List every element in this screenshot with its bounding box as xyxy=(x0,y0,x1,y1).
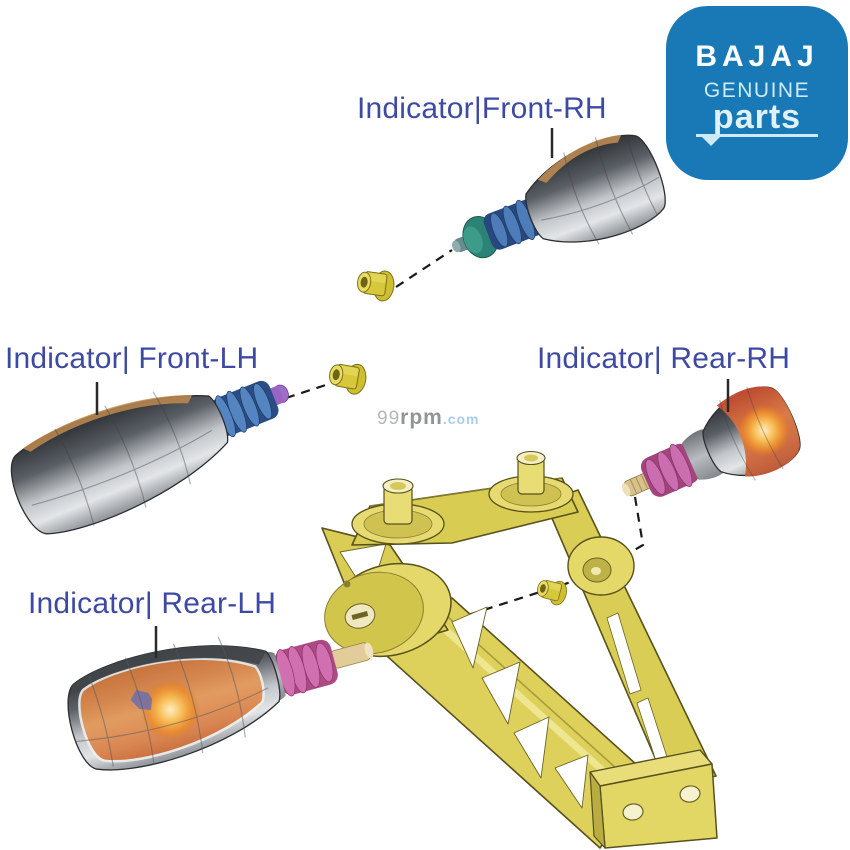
rear-lh-bulb-contact xyxy=(130,690,153,710)
watermark-name: rpm xyxy=(400,406,443,429)
indicator-rear-lh-graphic xyxy=(67,636,374,771)
bracket-mount-cylinders xyxy=(382,450,546,525)
indicator-rear-rh-graphic xyxy=(621,386,801,497)
logo-parts-text: parts xyxy=(712,98,802,136)
watermark-tld: .com xyxy=(442,411,480,427)
rear-rh-bulb xyxy=(738,404,791,457)
indicator-front-rh-graphic xyxy=(451,134,666,259)
logo-arrow-down-icon xyxy=(702,137,720,146)
label-front-rh: Indicator|Front-RH xyxy=(357,92,607,125)
front-lh-housing xyxy=(10,395,229,535)
watermark: 99rpm.com xyxy=(377,406,480,430)
logo-underline xyxy=(696,134,818,146)
rear-mount-nut xyxy=(534,575,570,608)
logo-genuine-text: GENUINE xyxy=(703,79,811,102)
bracket-right-boss xyxy=(567,536,635,596)
label-front-lh: Indicator| Front-LH xyxy=(5,342,259,375)
watermark-prefix: 99 xyxy=(377,408,401,429)
indicator-front-lh-graphic xyxy=(10,380,289,535)
rear-bracket-graphic xyxy=(321,450,718,849)
bajaj-genuine-parts-logo: BAJAJ GENUINE parts xyxy=(666,6,848,180)
rear-lh-bulb xyxy=(140,679,201,740)
front-lh-mount-nut xyxy=(326,359,369,397)
label-rear-rh: Indicator| Rear-RH xyxy=(537,342,791,375)
bracket-foot-plate xyxy=(589,749,718,849)
front-rh-mount-nut xyxy=(354,266,397,303)
label-leader-lines xyxy=(95,128,730,658)
dashed-line-front-rh xyxy=(395,249,453,288)
logo-brand-text: BAJAJ xyxy=(695,40,819,73)
label-rear-lh: Indicator| Rear-LH xyxy=(28,587,277,620)
bracket-left-boss xyxy=(324,562,452,658)
